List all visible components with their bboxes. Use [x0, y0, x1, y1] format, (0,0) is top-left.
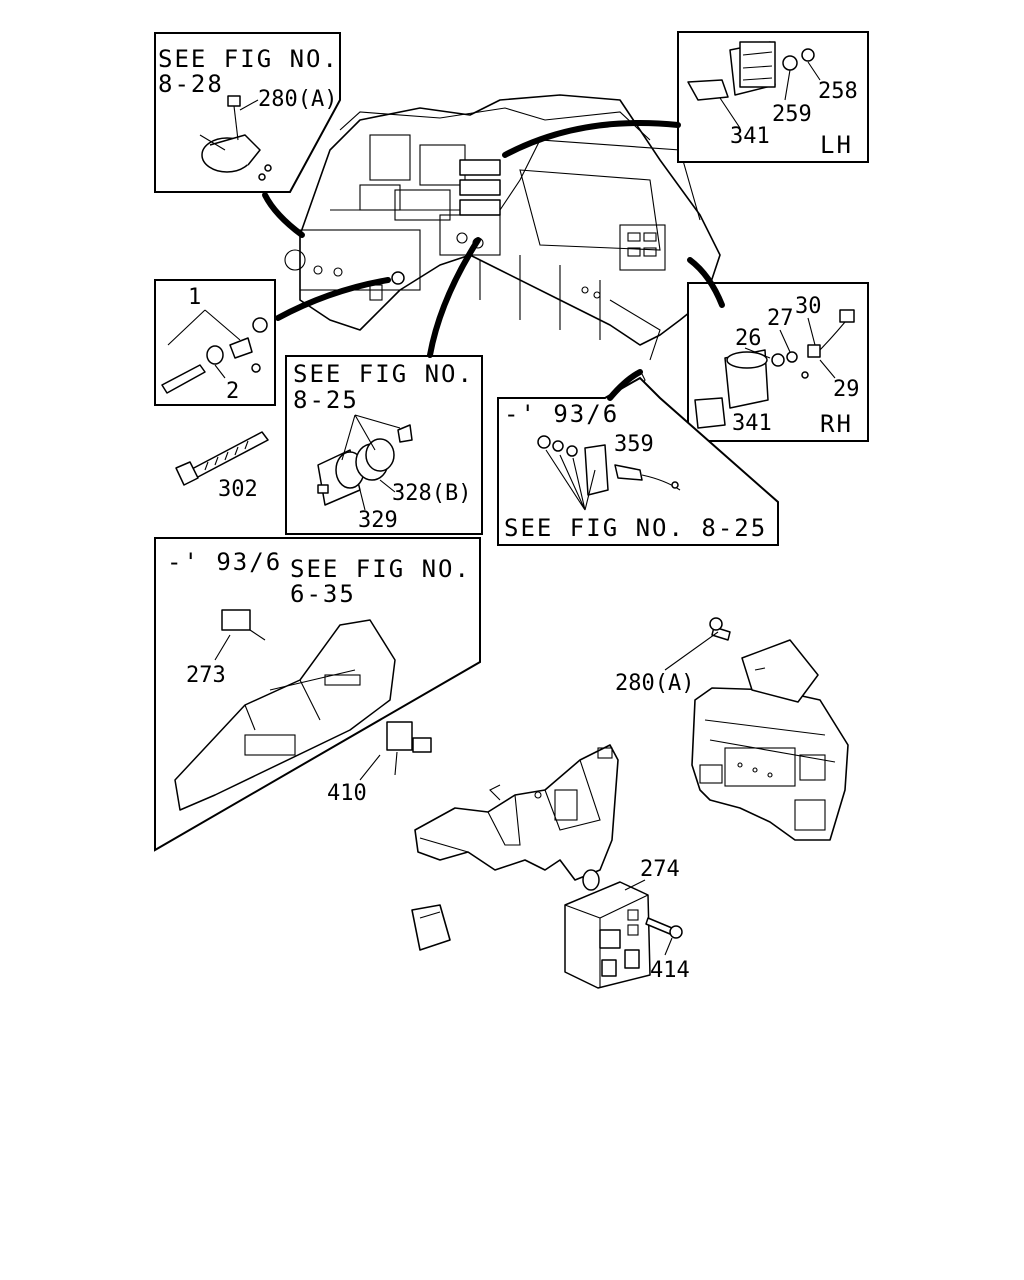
bolt-icon	[161, 317, 268, 394]
callout-lh-switch: 258 259 341 LH	[677, 31, 869, 163]
callout-7-reference-line-2: 6-35	[290, 580, 356, 608]
callout-2-side-label: LH	[820, 131, 853, 159]
lh-switch-block-icon	[687, 41, 815, 101]
callout-4-side-label: RH	[820, 410, 853, 438]
part-label-27: 27	[767, 306, 794, 331]
rh-switch-icon	[694, 309, 855, 429]
callout-1-leader	[262, 192, 305, 238]
part-label-341-lh: 341	[730, 124, 770, 149]
part-label-280a: 280(A)	[615, 671, 694, 696]
callout-7-reference-line-1: SEE FIG NO.	[290, 555, 471, 583]
callout-rh-switch: 30 27 26 29 341 RH	[687, 282, 869, 442]
part-label-341-rh: 341	[732, 411, 772, 436]
callout-4-leader	[687, 257, 725, 308]
leader-280a	[664, 631, 719, 671]
console-panel-icon	[174, 609, 432, 811]
control-unit-icon	[564, 869, 651, 989]
instrument-panel	[284, 94, 721, 391]
callout-6-leader	[607, 369, 643, 401]
callout-see-fig-8-28: SEE FIG NO. 8-28 280(A)	[154, 32, 341, 193]
part-label-328b: 328(B)	[392, 481, 471, 506]
callout-1-part-label: 280(A)	[258, 87, 337, 112]
callout-1-reference-line-2: 8-28	[158, 70, 224, 98]
part-label-302: 302	[218, 477, 258, 502]
callout-1-reference-line-1: SEE FIG NO.	[158, 45, 339, 73]
relay-icon	[199, 95, 272, 181]
part-label-2: 2	[226, 379, 239, 404]
screw-280a-icon	[709, 617, 731, 641]
part-label-273: 273	[186, 663, 226, 688]
part-label-30: 30	[795, 294, 822, 319]
callout-3-leader	[275, 277, 391, 321]
callout-5-reference-line-1: SEE FIG NO.	[293, 360, 474, 388]
leader-414	[664, 937, 673, 956]
part-label-29: 29	[833, 377, 860, 402]
part-label-410: 410	[327, 781, 367, 806]
callout-see-fig-6-35: -' 93/6 SEE FIG NO. 6-35 273 410	[154, 537, 481, 852]
sensor-bracket-icon	[537, 435, 681, 496]
part-label-26: 26	[735, 326, 762, 351]
callout-2-leader	[502, 120, 681, 158]
part-label-329: 329	[358, 508, 398, 533]
cable-tie-icon	[175, 431, 269, 486]
callout-5-reference-line-2: 8-25	[293, 386, 359, 414]
part-label-414: 414	[650, 958, 690, 983]
switch-bezel-icon	[691, 639, 849, 841]
leader-274	[624, 879, 646, 891]
callout-parts-1-2: 1 2	[154, 279, 276, 406]
callout-6-reference: SEE FIG NO. 8-25	[504, 514, 767, 542]
part-label-1: 1	[188, 285, 201, 310]
part-label-258: 258	[818, 79, 858, 104]
part-label-359: 359	[614, 432, 654, 457]
mounting-bracket-frame	[411, 744, 619, 951]
part-label-259: 259	[772, 102, 812, 127]
callout-5-leader	[427, 237, 481, 358]
callout-6-date-code: -' 93/6	[504, 400, 619, 428]
callout-7-date-code: -' 93/6	[167, 548, 282, 576]
callout-359-sensor: -' 93/6 359 SEE FIG NO. 8-25	[497, 376, 779, 546]
screw-414-icon	[645, 917, 683, 939]
part-label-274: 274	[640, 857, 680, 882]
callout-see-fig-8-25-switch: SEE FIG NO. 8-25 328(B) 329	[285, 355, 483, 535]
